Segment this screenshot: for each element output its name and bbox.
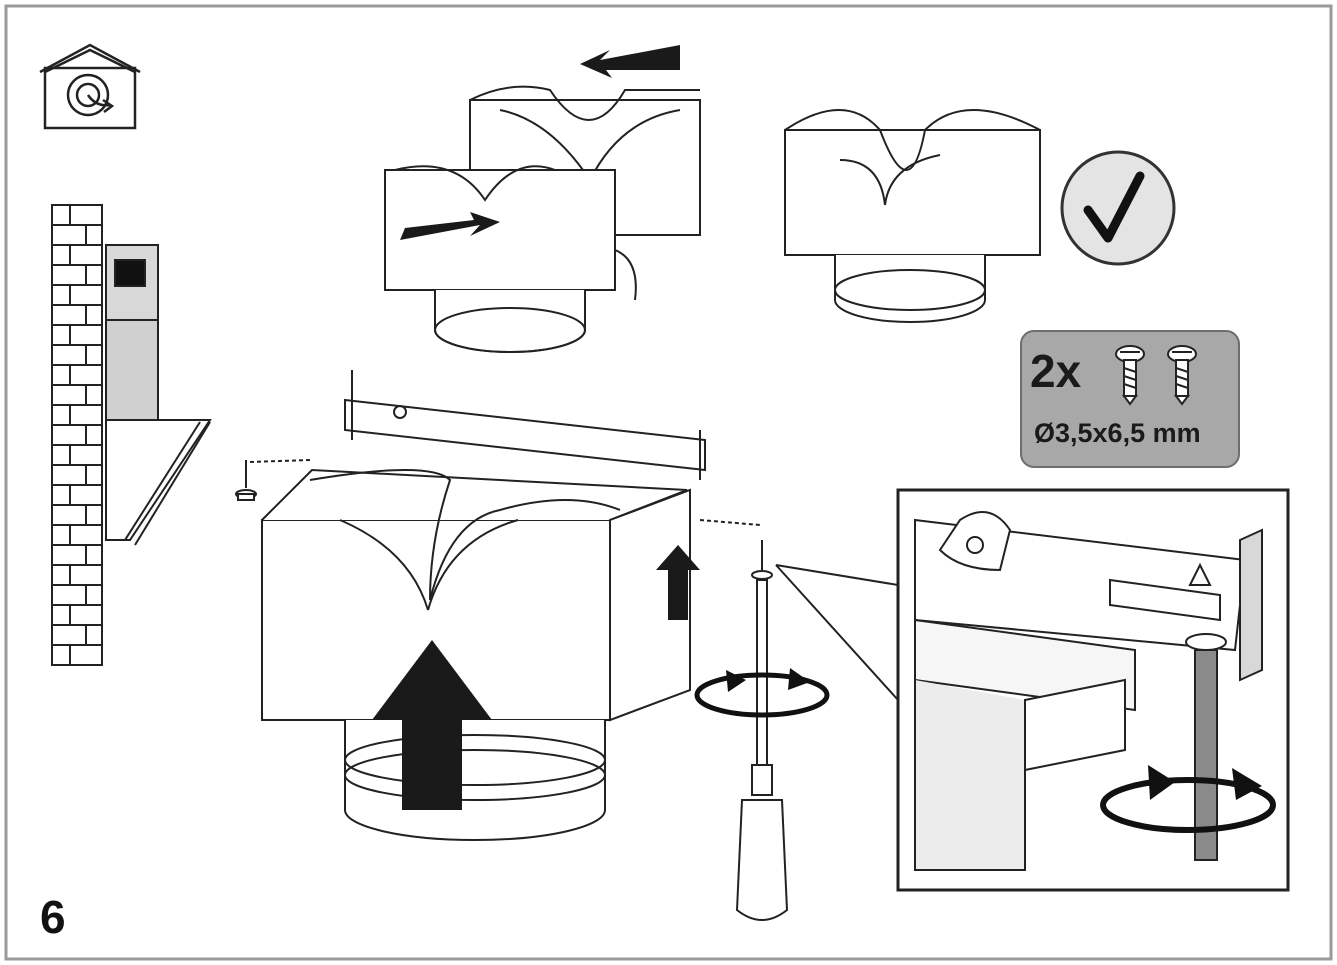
rotate-arrow-icon (1100, 765, 1276, 833)
rotate-arrow-icon (694, 668, 830, 718)
adapter-parts-separated (384, 85, 701, 353)
screw-left (235, 460, 257, 501)
hood-side-view (105, 244, 212, 546)
screw-icon (1115, 345, 1197, 406)
screwdriver-icon (735, 540, 789, 921)
screw-quantity: 2x (1030, 345, 1082, 397)
screw-spec-badge: 2x Ø3,5x6,5 mm (1020, 330, 1240, 468)
page-frame (4, 4, 1333, 961)
adapter-assembled (784, 109, 1041, 323)
step-number: 6 (40, 891, 66, 943)
detail-inset (896, 488, 1290, 892)
screw-size: Ø3,5x6,5 mm (1034, 418, 1201, 448)
wall (51, 204, 103, 666)
zoom-callout (775, 564, 899, 701)
push-arrow-icon (400, 45, 680, 240)
push-arrow-icon (372, 545, 700, 810)
checkmark-icon (1060, 150, 1176, 266)
recirculation-mode-icon (39, 43, 141, 130)
